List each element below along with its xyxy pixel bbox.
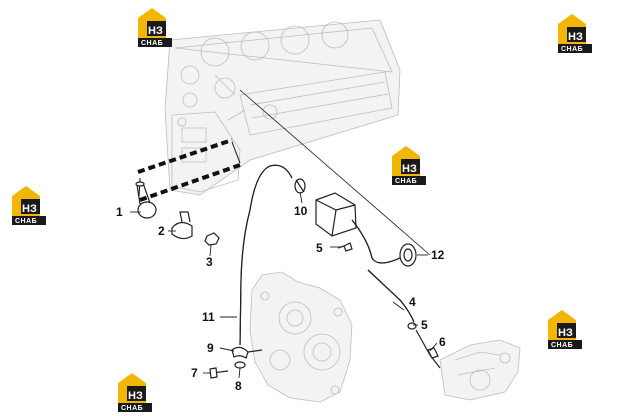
svg-text:СНАБ: СНАБ (121, 405, 143, 412)
watermark-logo: НЗ СНАБ (558, 14, 592, 53)
part-5-lower-washer (407, 322, 417, 330)
callout-4: 4 (409, 295, 416, 309)
svg-text:НЗ: НЗ (568, 31, 583, 43)
svg-text:СНАБ: СНАБ (561, 46, 583, 53)
watermark-logo: НЗ СНАБ (118, 373, 152, 412)
breather-housing (315, 192, 357, 237)
part-10-clamp (294, 178, 306, 194)
callout-1: 1 (116, 205, 123, 219)
callout-6: 6 (439, 335, 446, 349)
front-cover-outline (249, 271, 353, 403)
callout-12: 12 (431, 248, 445, 262)
svg-text:НЗ: НЗ (22, 203, 37, 215)
watermark-logo: НЗ СНАБ (392, 146, 426, 185)
watermark-logo: НЗ СНАБ (138, 8, 172, 47)
callout-8: 8 (235, 379, 242, 393)
watermark-logo: НЗ СНАБ (12, 186, 46, 225)
part-7-bolt (209, 367, 229, 379)
callout-7: 7 (191, 366, 198, 380)
callout-5-upper: 5 (316, 241, 323, 255)
callout-leaders (130, 191, 438, 379)
part-5-upper-screw (337, 242, 353, 252)
svg-text:НЗ: НЗ (402, 163, 417, 175)
part-6-fitting (415, 329, 441, 369)
callout-2: 2 (158, 224, 165, 238)
svg-text:СНАБ: СНАБ (15, 218, 37, 225)
svg-text:СНАБ: СНАБ (395, 178, 417, 185)
sealant-strips (137, 138, 241, 202)
part-4-return-tube (367, 269, 415, 323)
watermark-logo: НЗ СНАБ (548, 310, 582, 349)
callout-11: 11 (202, 310, 215, 324)
callout-3: 3 (206, 255, 213, 269)
assembly-centerline (239, 89, 431, 256)
svg-text:НЗ: НЗ (148, 25, 163, 37)
watermark-logos: НЗ СНАБ НЗ СНАБ НЗ СНАБ НЗ СНАБ НЗ СНАБ … (12, 8, 592, 412)
part-1-breather-elbow (135, 181, 157, 219)
part-12-outlet-pipe (351, 219, 417, 267)
svg-text:СНАБ: СНАБ (141, 40, 163, 47)
part-3-bolt (204, 232, 220, 246)
part-8-washer (234, 361, 246, 369)
callout-5-lower: 5 (421, 318, 428, 332)
svg-text:СНАБ: СНАБ (551, 342, 573, 349)
part-9-clip (231, 346, 263, 359)
callout-9: 9 (207, 341, 214, 355)
svg-text:НЗ: НЗ (128, 390, 143, 402)
engine-block-outline (164, 19, 401, 196)
part-2-hose-fitting (171, 211, 193, 240)
part-11-vent-pipe (239, 164, 293, 346)
callout-labels: 1 2 3 4 5 5 6 7 8 9 10 11 12 (116, 204, 446, 393)
crankcase-section-outline (439, 339, 521, 401)
svg-text:НЗ: НЗ (558, 327, 573, 339)
callout-10: 10 (294, 204, 308, 218)
